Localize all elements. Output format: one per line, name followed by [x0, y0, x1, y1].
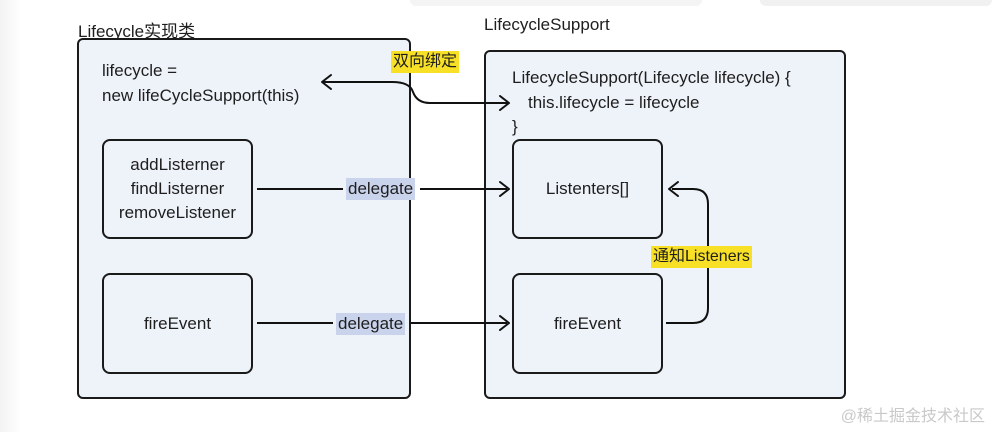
method-remove-listener: removeListener — [118, 203, 237, 222]
right-panel-title: LifecycleSupport — [484, 15, 610, 34]
binding-label: 双向绑定 — [391, 51, 460, 73]
arrowhead — [499, 95, 510, 111]
left-panel-title: Lifecycle实现类 — [78, 22, 196, 41]
arrowhead — [499, 315, 510, 331]
notify-label: 通知Listeners — [651, 246, 752, 268]
arrowhead — [321, 74, 332, 90]
init-line-1: lifecycle = — [102, 61, 178, 80]
watermark: @稀土掘金技术社区 — [840, 408, 985, 425]
window-tab-edge — [760, 0, 992, 6]
ctor-line-3: } — [512, 117, 518, 136]
ctor-line-2: this.lifecycle = lifecycle — [528, 93, 700, 112]
init-line-2: new lifeCycleSupport(this) — [102, 86, 300, 105]
window-tab-edge — [410, 0, 702, 6]
arrowhead — [499, 181, 510, 197]
fire-event-box-left: fireEvent — [102, 273, 253, 374]
listeners-array-label: Listenters[] — [545, 179, 630, 198]
arrowhead — [668, 181, 679, 197]
listener-methods-box: addListerner findListerner removeListene… — [102, 139, 253, 239]
delegate-label-top: delegate — [346, 178, 416, 200]
delegate-label-bottom: delegate — [336, 313, 406, 335]
method-add-listener: addListerner — [130, 155, 225, 174]
listeners-array-box: Listenters[] — [512, 139, 663, 239]
fire-event-label: fireEvent — [553, 313, 622, 333]
fire-event-label: fireEvent — [143, 313, 212, 333]
method-find-listener: findListerner — [130, 179, 225, 198]
window-edge — [0, 0, 22, 432]
fire-event-box-right: fireEvent — [512, 273, 663, 374]
ctor-line-1: LifecycleSupport(Lifecycle lifecycle) { — [512, 68, 791, 87]
binding-connector — [322, 81, 508, 104]
